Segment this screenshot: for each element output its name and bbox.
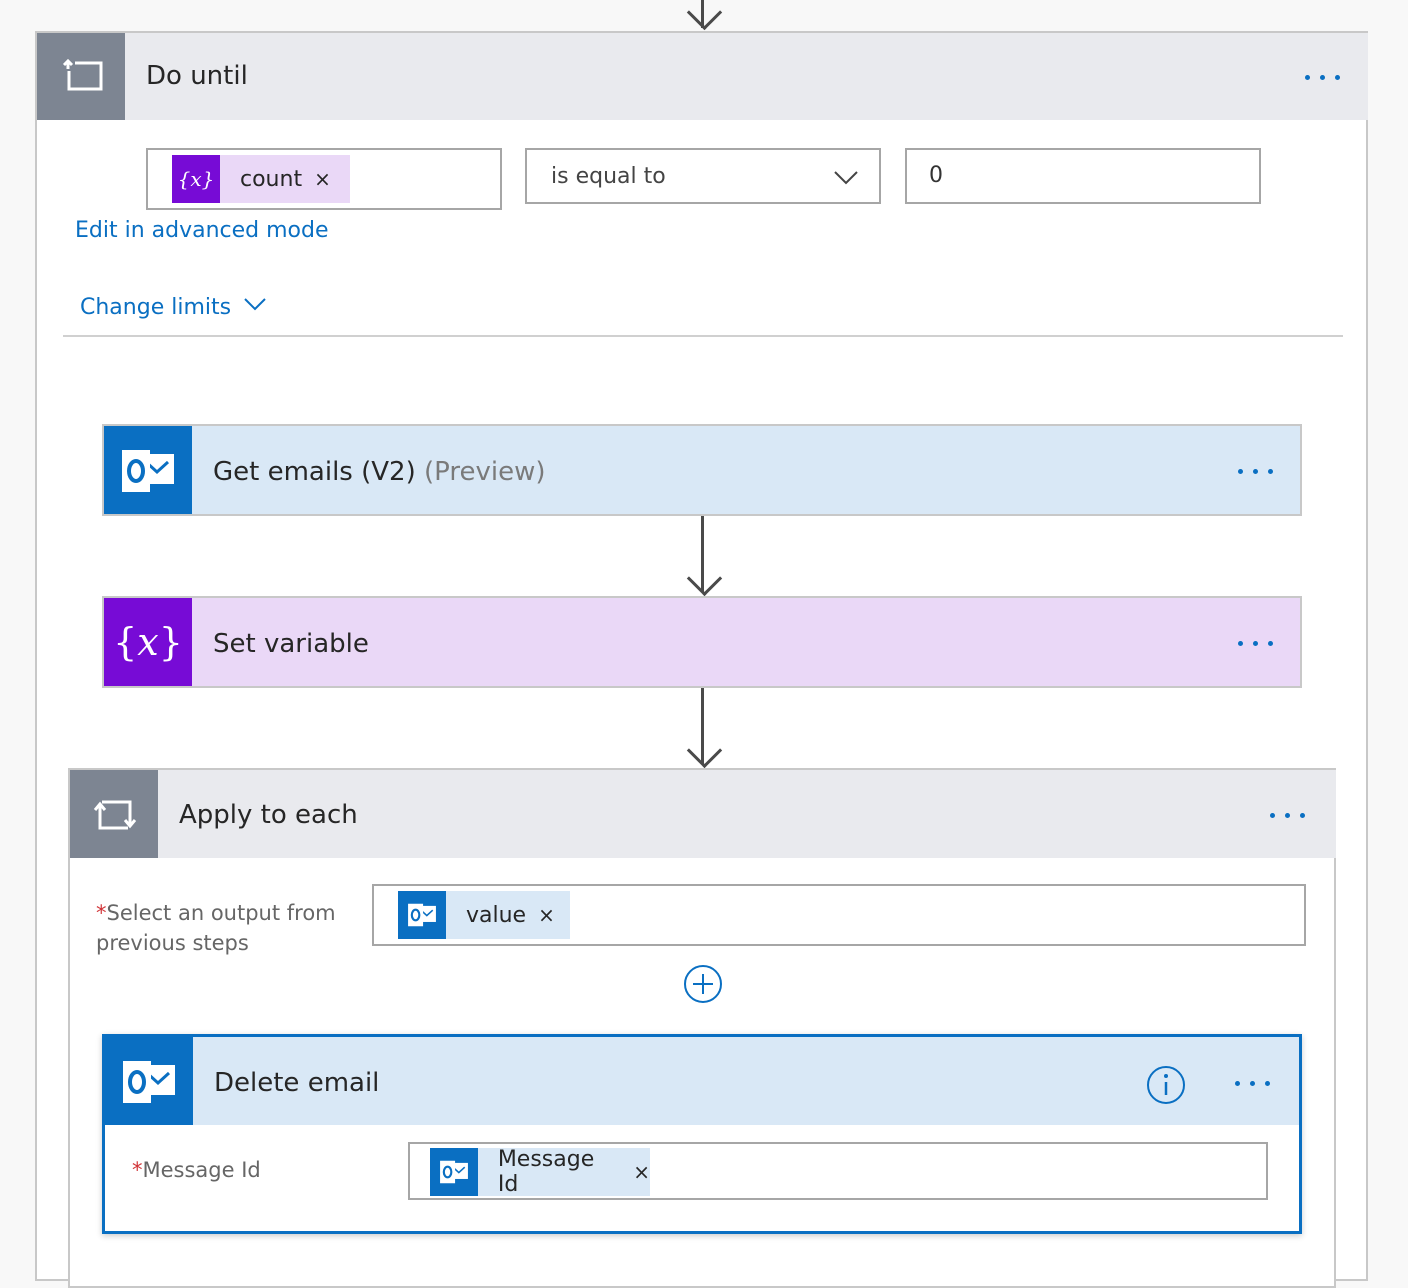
apply-each-header[interactable]: Apply to each: [70, 770, 1336, 858]
select-output-label-line2: previous steps: [96, 931, 249, 955]
select-output-label-line1: Select an output from: [106, 901, 336, 925]
select-output-label: *Select an output from previous steps: [96, 898, 336, 958]
ellipsis-dot: [1238, 641, 1243, 646]
message-id-token[interactable]: Message Id ×: [430, 1147, 650, 1197]
set-variable-title: Set variable: [213, 629, 369, 659]
get-emails-more-button[interactable]: [1238, 469, 1273, 474]
outlook-token-icon: [398, 891, 446, 939]
ellipsis-dot: [1268, 469, 1273, 474]
change-limits-label: Change limits: [80, 295, 232, 320]
add-circle-icon[interactable]: [682, 963, 724, 1005]
outlook-icon: [123, 1061, 175, 1103]
close-icon[interactable]: ×: [538, 903, 555, 927]
do-until-header[interactable]: Do until: [37, 33, 1368, 120]
outlook-icon: [440, 1160, 468, 1184]
set-variable-more-button[interactable]: [1238, 641, 1273, 646]
ellipsis-dot: [1250, 1081, 1255, 1086]
ellipsis-dot: [1320, 75, 1325, 80]
change-limits-link[interactable]: Change limits: [80, 295, 267, 320]
ellipsis-dot: [1300, 813, 1305, 818]
count-token-label: count: [240, 166, 303, 192]
down-arrow-icon: [686, 516, 723, 597]
apply-each-title: Apply to each: [179, 800, 358, 830]
outlook-icon-box: [104, 426, 192, 514]
ellipsis-dot: [1270, 813, 1275, 818]
delete-email-more-button[interactable]: [1235, 1081, 1270, 1086]
get-emails-title: Get emails (V2) (Preview): [213, 457, 546, 487]
condition-right-field[interactable]: 0: [905, 148, 1261, 204]
delete-email-title: Delete email: [214, 1068, 380, 1098]
top-down-arrow-icon: [686, 0, 723, 32]
do-until-icon-box: [37, 33, 125, 120]
message-id-field[interactable]: Message Id ×: [408, 1142, 1268, 1200]
ellipsis-dot: [1335, 75, 1340, 80]
get-emails-title-text: Get emails (V2): [213, 457, 416, 487]
outlook-token-icon: [430, 1148, 478, 1196]
ellipsis-dot: [1253, 469, 1258, 474]
select-output-field[interactable]: value ×: [372, 884, 1306, 946]
message-id-token-label: Message Id: [497, 1147, 595, 1197]
outlook-icon: [408, 903, 436, 927]
ellipsis-dot: [1265, 1081, 1270, 1086]
delete-email-header[interactable]: Delete email: [105, 1037, 1299, 1125]
close-icon[interactable]: ×: [314, 167, 331, 191]
ellipsis-dot: [1305, 75, 1310, 80]
message-id-label: *Message Id: [132, 1155, 261, 1185]
required-mark: *: [96, 901, 107, 925]
delete-email-card[interactable]: Delete email *Message Id Message Id ×: [102, 1034, 1302, 1234]
ellipsis-dot: [1268, 641, 1273, 646]
outlook-icon: [122, 450, 174, 492]
count-token[interactable]: {x} count ×: [172, 155, 350, 203]
value-token-label: value: [466, 902, 527, 928]
value-token[interactable]: value ×: [398, 891, 570, 939]
apply-each-icon-box: [70, 770, 158, 858]
condition-left-field[interactable]: {x} count ×: [146, 148, 502, 210]
message-id-label-text: Message Id: [142, 1158, 261, 1182]
condition-right-value: 0: [929, 163, 943, 188]
ellipsis-dot: [1285, 813, 1290, 818]
set-variable-card[interactable]: {x} Set variable: [102, 596, 1302, 688]
do-until-more-button[interactable]: [1305, 75, 1340, 80]
down-arrow-icon: [686, 688, 723, 769]
variable-icon: {x}: [104, 598, 192, 686]
operator-value: is equal to: [551, 164, 666, 189]
operator-dropdown[interactable]: is equal to: [525, 148, 881, 204]
required-mark: *: [132, 1158, 143, 1182]
ellipsis-dot: [1253, 641, 1258, 646]
info-icon[interactable]: [1145, 1064, 1187, 1106]
ellipsis-dot: [1235, 1081, 1240, 1086]
outlook-icon-box: [105, 1037, 193, 1125]
chevron-down-icon: [244, 297, 266, 310]
apply-each-more-button[interactable]: [1270, 813, 1305, 818]
do-until-title: Do until: [146, 61, 248, 91]
get-emails-card[interactable]: Get emails (V2) (Preview): [102, 424, 1302, 516]
close-icon[interactable]: ×: [633, 1160, 650, 1184]
chevron-down-icon: [834, 171, 858, 185]
get-emails-preview: (Preview): [424, 457, 546, 487]
ellipsis-dot: [1238, 469, 1243, 474]
divider: [63, 335, 1343, 337]
variable-token-icon: {x}: [172, 155, 220, 203]
apply-each-icon: [93, 800, 137, 830]
do-until-icon: [61, 59, 103, 91]
edit-advanced-mode-link[interactable]: Edit in advanced mode: [75, 218, 329, 243]
